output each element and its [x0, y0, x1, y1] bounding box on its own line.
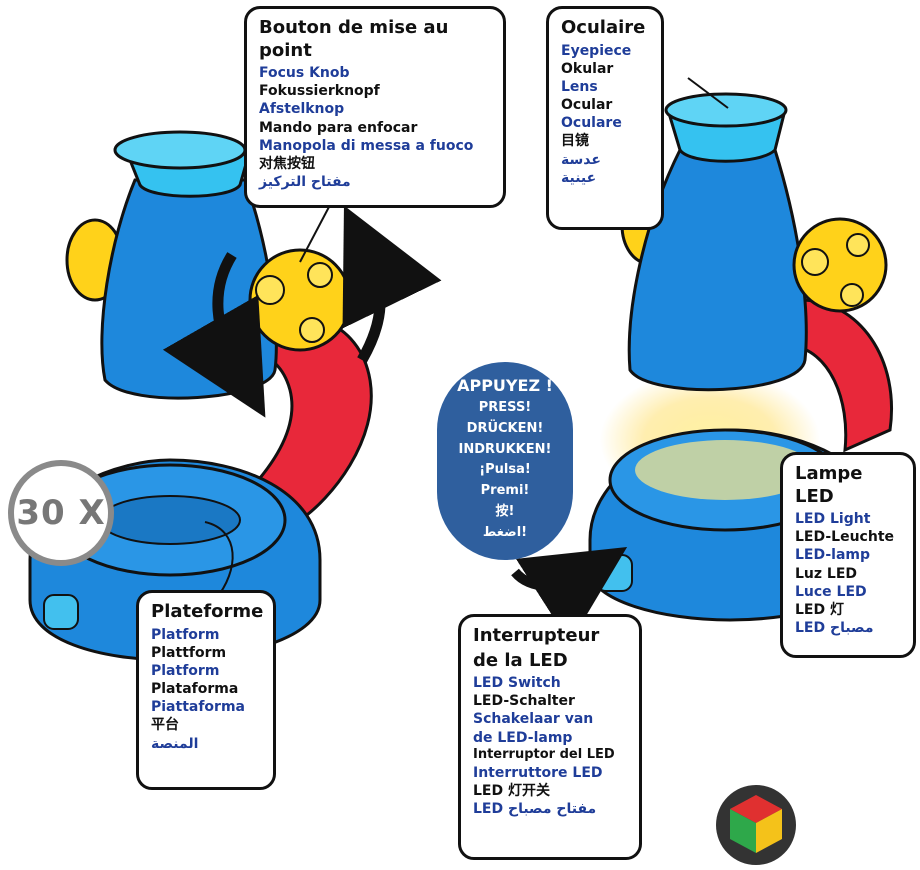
callout-line: LED Switch: [473, 675, 561, 691]
callout-line: Platform: [151, 626, 220, 643]
callout-line: Afstelknop: [259, 101, 345, 118]
callout-title: Plateforme: [151, 601, 264, 622]
callout-title: Interrupteur: [473, 625, 600, 646]
focus-knob-callout: Bouton de mise au point Focus Knob Fokus…: [244, 6, 506, 208]
callout-line: Lens: [561, 78, 598, 95]
callout-line: Interruttore LED: [473, 764, 603, 781]
left-led-switch: [43, 594, 79, 630]
callout-title: Bouton de mise au point: [259, 17, 449, 61]
callout-line: LED Light: [795, 511, 871, 527]
press-line: PRESS!: [478, 400, 532, 415]
cube-logo: [716, 785, 796, 865]
callout-line: LED-Schalter: [473, 693, 575, 710]
callout-line: Interruptor del LED: [473, 746, 615, 762]
callout-line: Manopola di messa a fuoco: [259, 137, 474, 154]
callout-line: Focus Knob: [259, 65, 350, 81]
callout-line: Fokussierknopf: [259, 83, 380, 100]
callout-line: Eyepiece: [561, 42, 632, 59]
callout-line: Luz LED: [795, 565, 858, 582]
callout-line: المنصة: [151, 735, 199, 752]
press-bubble: APPUYEZ ! PRESS! DRÜCKEN! INDRUKKEN! ¡Pu…: [437, 362, 573, 560]
callout-line: Mando para enfocar: [259, 119, 418, 136]
press-line: ¡Pulsa!: [479, 462, 531, 478]
callout-line: Oculare: [561, 115, 622, 132]
press-line: DRÜCKEN!: [466, 420, 544, 436]
callout-line: Piattaforma: [151, 699, 245, 716]
callout-line: Okular: [561, 60, 614, 77]
callout-line: 目镜: [561, 133, 589, 150]
right-led-switch: [595, 554, 633, 592]
press-line: اضغط!: [482, 524, 528, 540]
callout-line: Plattform: [151, 644, 227, 661]
callout-line: LED-Leuchte: [795, 529, 895, 546]
press-title: APPUYEZ !: [457, 376, 553, 395]
callout-line: Schakelaar van: [473, 711, 594, 728]
callout-line: 对焦按钮: [259, 155, 315, 172]
callout-title: Lampe LED: [795, 463, 863, 507]
press-arrow: [511, 547, 628, 644]
callout-line: Ocular: [561, 97, 613, 114]
callout-line: de LED-lamp: [473, 729, 573, 746]
callout-line: LED-lamp: [795, 547, 871, 564]
magnification-badge: 30 X: [8, 460, 114, 566]
left-microscope: [28, 130, 442, 662]
led-switch-callout: Interrupteur de la LED LED Switch LED-Sc…: [458, 614, 642, 860]
press-line: 按!: [495, 503, 515, 519]
callout-line: Platform: [151, 662, 220, 679]
callout-line: Luce LED: [795, 583, 867, 600]
callout-title: Oculaire: [561, 17, 646, 38]
right-arm: [788, 298, 893, 453]
callout-title: de la LED: [473, 649, 568, 671]
platform-callout: Plateforme Platform Plattform Platform P…: [136, 590, 276, 790]
left-stage-slot: [99, 495, 241, 545]
callout-line: عدسة: [561, 151, 601, 168]
press-line: INDRUKKEN!: [458, 441, 552, 457]
callout-line: مفتاح مصباح LED: [473, 801, 597, 818]
callout-line: Plataforma: [151, 681, 239, 698]
callout-line: مصباح LED: [795, 620, 874, 637]
rotate-up-arrow: [342, 205, 442, 363]
eyepiece-callout: Oculaire Eyepiece Okular Lens Ocular Ocu…: [546, 6, 664, 230]
press-line: Premi!: [480, 483, 530, 499]
callout-line: LED 灯开关: [473, 782, 550, 799]
callout-line: LED 灯: [795, 601, 844, 618]
callout-line: مفتاح التركيز: [259, 174, 351, 191]
callout-line: عينية: [561, 169, 597, 186]
led-lamp-callout: Lampe LED LED Light LED-Leuchte LED-lamp…: [780, 452, 916, 658]
callout-line: 平台: [151, 717, 179, 734]
rotate-down-arrow: [162, 252, 266, 418]
